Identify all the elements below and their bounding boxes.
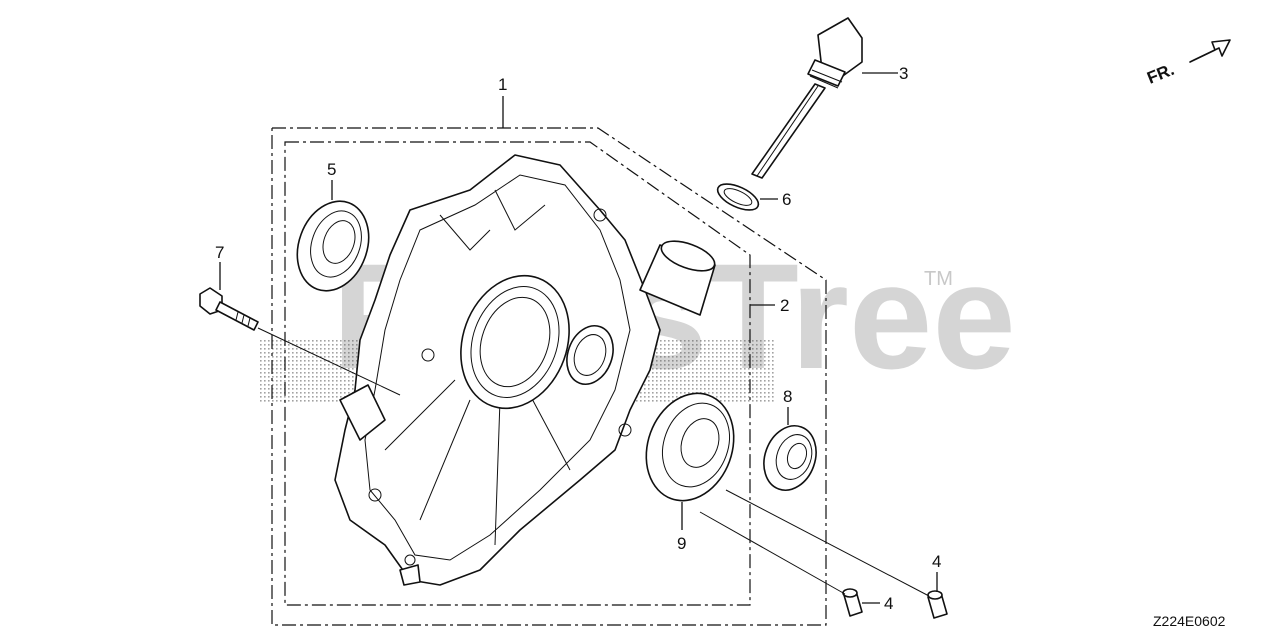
callout-4a: 4 (884, 594, 893, 613)
callout-7: 7 (215, 243, 224, 262)
diagram-code: Z224E0602 (1153, 613, 1226, 629)
crankcase-cover (334, 154, 716, 586)
o-ring-6 (716, 183, 760, 211)
callout-4b: 4 (932, 552, 941, 571)
callout-9: 9 (677, 534, 686, 553)
direction-label: FR. (1144, 60, 1177, 88)
callout-3: 3 (899, 64, 908, 83)
callout-6: 6 (782, 190, 791, 209)
o-ring-6-inner (723, 188, 753, 206)
dipstick-3 (751, 17, 863, 179)
group-box-inner (284, 141, 751, 606)
front-arrow-icon (1189, 39, 1231, 63)
oil-seal-5 (296, 200, 370, 292)
callout-1: 1 (498, 75, 507, 94)
callout-8: 8 (783, 387, 792, 406)
callout-5: 5 (327, 160, 336, 179)
ball-bearing-9 (645, 392, 735, 502)
front-direction-indicator: FR. (1144, 39, 1231, 88)
dowel-pin-4b (927, 590, 948, 619)
ball-bearing-8 (763, 425, 817, 491)
flange-bolt-7 (199, 287, 259, 331)
trademark-mark: TM (924, 268, 953, 290)
dowel-pin-4a (842, 588, 863, 617)
leader-lines (219, 72, 938, 604)
callout-2: 2 (780, 296, 789, 315)
group-box-outer (271, 127, 827, 626)
